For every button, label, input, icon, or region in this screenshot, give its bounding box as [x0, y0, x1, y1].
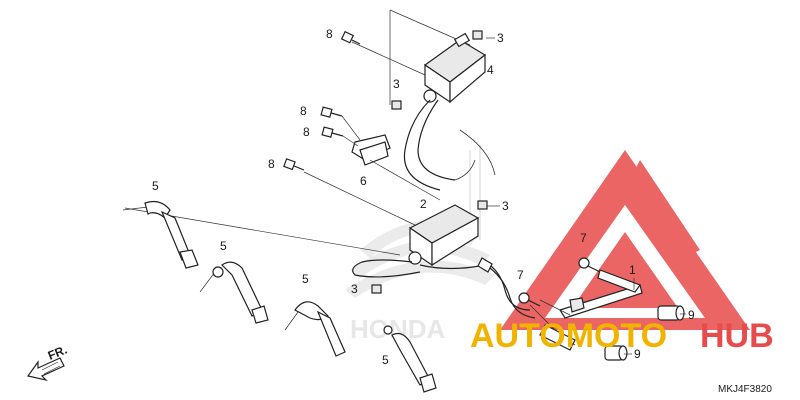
- plug-lead-wire: [352, 259, 421, 278]
- callout-3: 3: [497, 31, 504, 45]
- callout-9: 9: [634, 347, 641, 361]
- diagram-code: MKJ4F3820: [718, 384, 772, 395]
- spark-plug-cap-5: [383, 325, 437, 393]
- rubber-mount-9: [604, 345, 628, 361]
- callout-5: 5: [152, 179, 159, 193]
- callout-8: 8: [303, 125, 310, 139]
- bolt-7: [518, 292, 541, 307]
- callout-7: 7: [517, 268, 524, 282]
- coil-lead-wire: [417, 99, 456, 181]
- bracket-6: [351, 134, 391, 166]
- nut-3: [371, 284, 382, 294]
- nut-3: [391, 100, 402, 110]
- callout-8: 8: [300, 104, 307, 118]
- coil-lead-wire: [403, 99, 441, 191]
- spark-plug-cap-5: [284, 301, 346, 357]
- callout-4: 4: [487, 63, 494, 77]
- callout-9: 9: [688, 308, 695, 322]
- callout-5: 5: [382, 353, 389, 367]
- bolt-8: [321, 126, 344, 138]
- callout-5: 5: [302, 272, 309, 286]
- bolt-8: [283, 158, 305, 171]
- spark-plug-cap-5: [122, 200, 199, 269]
- callout-8: 8: [326, 27, 333, 41]
- ignition-coil-upper: [423, 32, 487, 104]
- front-direction-arrow: FR.: [26, 343, 69, 382]
- bolt-8: [340, 30, 361, 45]
- rubber-mount-9: [657, 305, 685, 321]
- callout-8: 8: [268, 157, 275, 171]
- nut-3: [477, 200, 488, 210]
- callout-7: 7: [580, 231, 587, 245]
- bolt-8: [320, 106, 343, 118]
- callout-1: 1: [629, 263, 636, 277]
- watermark-word-automoto: AUTOMOTO: [470, 317, 667, 355]
- ignition-coil-lower: [408, 204, 480, 267]
- callout-2: 2: [420, 197, 427, 211]
- callout-3: 3: [393, 77, 400, 91]
- spark-plug-cap-5: [199, 261, 269, 324]
- nut-3: [472, 30, 483, 40]
- bolt-7: [578, 257, 601, 273]
- front-direction-label: FR.: [46, 343, 69, 363]
- watermark-word-hub: HUB: [700, 317, 774, 355]
- callout-6: 6: [360, 174, 367, 188]
- automotohub-logo: [500, 150, 750, 330]
- callout-3: 3: [351, 282, 358, 296]
- callout-3: 3: [502, 199, 509, 213]
- callout-5: 5: [220, 239, 227, 253]
